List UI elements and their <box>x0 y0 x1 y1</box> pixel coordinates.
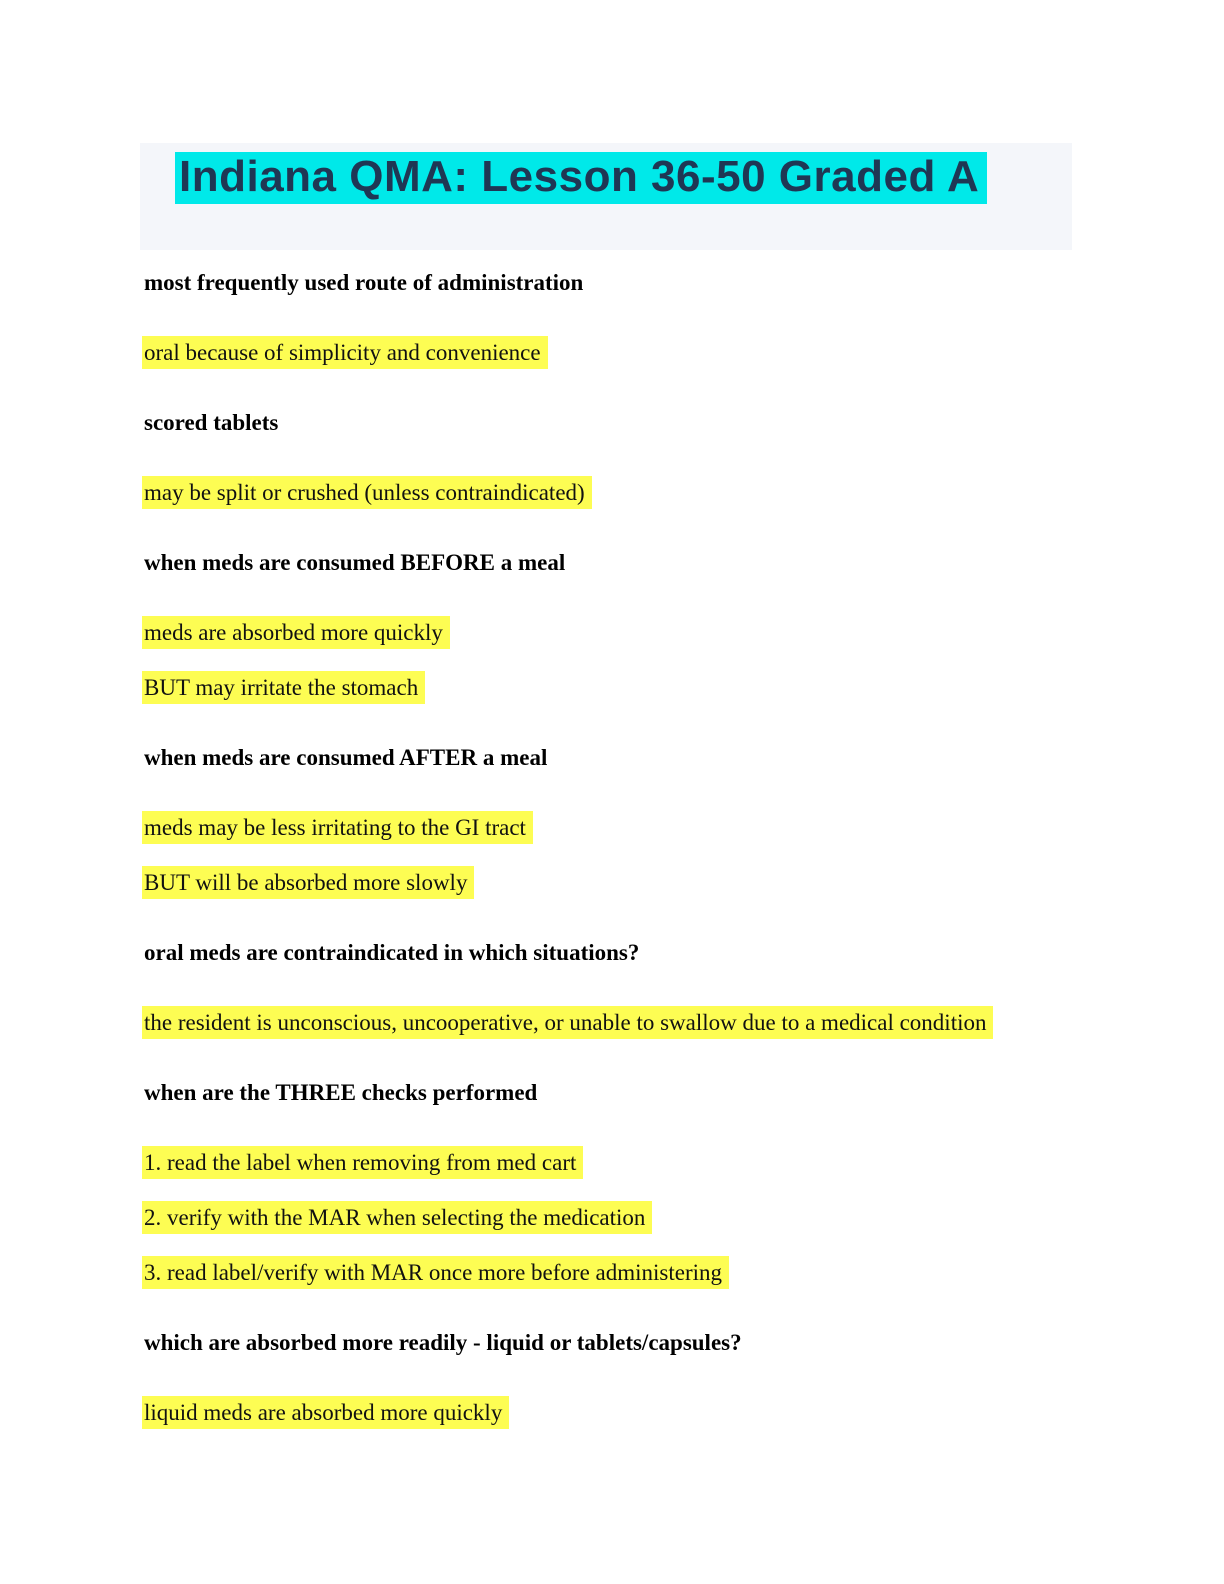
answer-line: 1. read the label when removing from med… <box>142 1146 1080 1179</box>
answer-line: 3. read label/verify with MAR once more … <box>142 1256 1080 1289</box>
question-6: when are the THREE checks performed <box>144 1080 538 1105</box>
answer-highlight: 3. read label/verify with MAR once more … <box>142 1256 730 1289</box>
answer-line: meds may be less irritating to the GI tr… <box>142 811 1080 844</box>
answer-highlight: liquid meds are absorbed more quickly <box>142 1396 510 1429</box>
title-band: Indiana QMA: Lesson 36-50 Graded A <box>140 143 1072 250</box>
answer-highlight: BUT will be absorbed more slowly <box>142 866 475 899</box>
page-title-text: Indiana QMA: Lesson 36-50 Graded A <box>175 152 988 204</box>
answer-highlight: may be split or crushed (unless contrain… <box>142 476 592 509</box>
answer-line: the resident is unconscious, uncooperati… <box>142 1006 1080 1039</box>
answer-highlight: the resident is unconscious, uncooperati… <box>142 1006 994 1039</box>
page-title: Indiana QMA: Lesson 36-50 Graded A <box>140 148 1072 205</box>
answer-highlight: meds may be less irritating to the GI tr… <box>142 811 533 844</box>
question-1: most frequently used route of administra… <box>144 270 584 295</box>
question-5: oral meds are contraindicated in which s… <box>144 940 640 965</box>
answer-line: BUT will be absorbed more slowly <box>142 866 1080 899</box>
qa-list: most frequently used route of administra… <box>142 268 1080 1429</box>
question-3: when meds are consumed BEFORE a meal <box>144 550 566 575</box>
answer-highlight: BUT may irritate the stomach <box>142 671 426 704</box>
answer-line: may be split or crushed (unless contrain… <box>142 476 1080 509</box>
question-7: which are absorbed more readily - liquid… <box>144 1330 742 1355</box>
answer-highlight: 2. verify with the MAR when selecting th… <box>142 1201 653 1234</box>
question-4: when meds are consumed AFTER a meal <box>144 745 548 770</box>
answer-line: oral because of simplicity and convenien… <box>142 336 1080 369</box>
answer-line: meds are absorbed more quickly <box>142 616 1080 649</box>
answer-line: liquid meds are absorbed more quickly <box>142 1396 1080 1429</box>
answer-highlight: meds are absorbed more quickly <box>142 616 450 649</box>
answer-line: BUT may irritate the stomach <box>142 671 1080 704</box>
answer-highlight: oral because of simplicity and convenien… <box>142 336 548 369</box>
answer-line: 2. verify with the MAR when selecting th… <box>142 1201 1080 1234</box>
question-2: scored tablets <box>144 410 279 435</box>
answer-highlight: 1. read the label when removing from med… <box>142 1146 584 1179</box>
